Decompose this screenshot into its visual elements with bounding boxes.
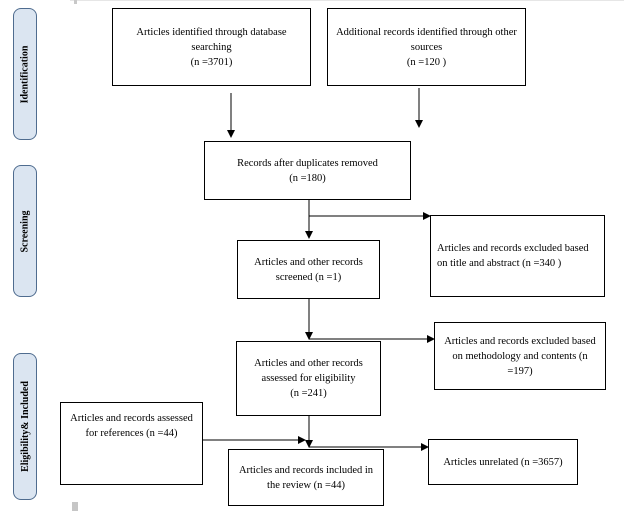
box-screened-text: Articles and other records screened (n =… xyxy=(254,256,363,283)
phase-eligibility-label: Eligibility& Included xyxy=(19,381,31,472)
box-included: Articles and records included in the rev… xyxy=(228,449,384,506)
box-screened: Articles and other records screened (n =… xyxy=(237,240,380,299)
phase-identification-label: Identification xyxy=(19,45,31,103)
scroll-marker xyxy=(72,502,78,511)
box-other-sources-text: Additional records identified through ot… xyxy=(336,26,517,68)
phase-screening-label: Screening xyxy=(19,209,31,253)
page-top-border xyxy=(70,0,624,1)
box-excluded-title-abstract: Articles and records excluded based on t… xyxy=(430,215,605,297)
box-excluded-title-abstract-text: Articles and records excluded based on t… xyxy=(437,243,589,269)
box-included-text: Articles and records included in the rev… xyxy=(238,464,374,491)
phase-identification: Identification xyxy=(13,8,37,140)
box-database-search: Articles identified through database sea… xyxy=(112,8,311,86)
box-unrelated-text: Articles unrelated (n =3657) xyxy=(443,456,563,468)
box-after-duplicates: Records after duplicates removed (n =180… xyxy=(204,141,411,200)
phase-screening: Screening xyxy=(13,165,37,297)
box-excluded-methodology: Articles and records excluded based on m… xyxy=(434,322,606,390)
box-unrelated: Articles unrelated (n =3657) xyxy=(428,439,578,485)
box-excluded-methodology-text: Articles and records excluded based on m… xyxy=(444,335,596,377)
box-eligibility: Articles and other records assessed for … xyxy=(236,341,381,416)
box-database-search-text: Articles identified through database sea… xyxy=(136,26,287,68)
box-other-sources: Additional records identified through ot… xyxy=(327,8,526,86)
box-after-duplicates-text: Records after duplicates removed (n =180… xyxy=(237,157,378,184)
page-corner-mark xyxy=(74,0,77,4)
box-eligibility-text: Articles and other records assessed for … xyxy=(254,358,363,399)
box-references: Articles and records assessed for refere… xyxy=(60,402,203,485)
box-references-text: Articles and records assessed for refere… xyxy=(70,413,193,439)
phase-eligibility-included: Eligibility& Included xyxy=(13,353,37,500)
